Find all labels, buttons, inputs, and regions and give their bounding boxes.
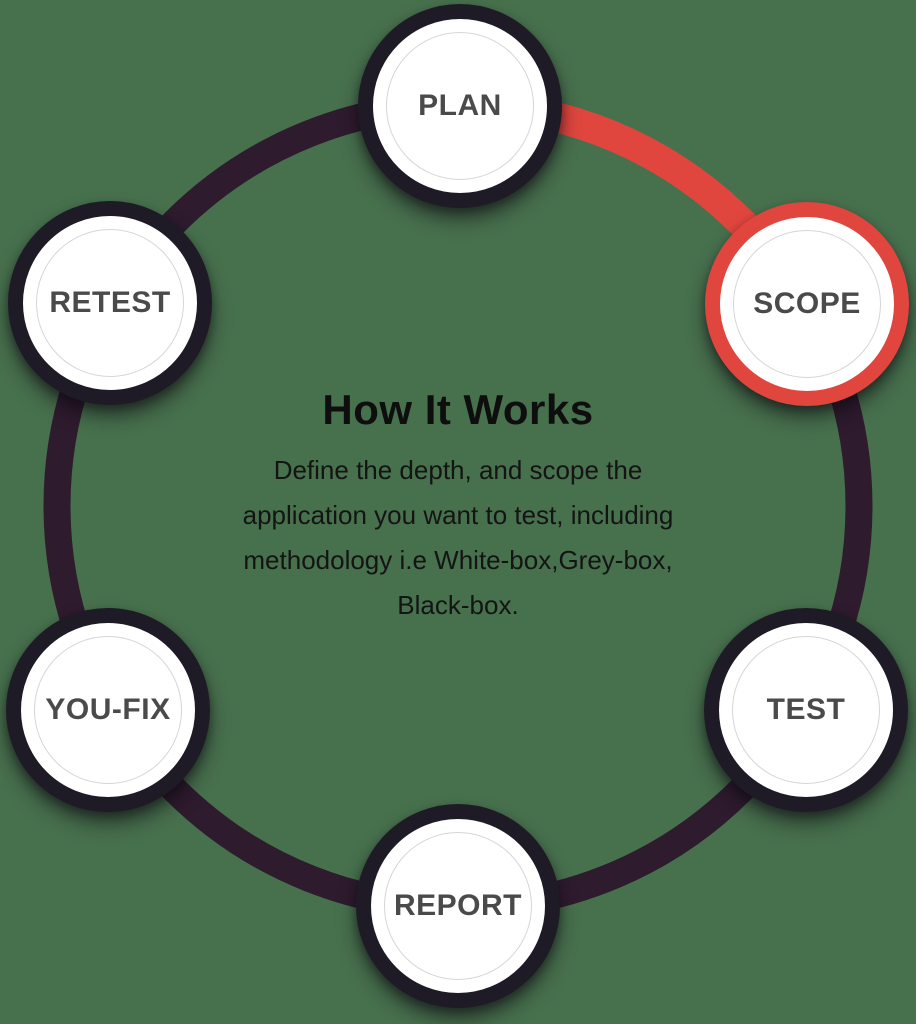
step-label: REPORT — [393, 889, 522, 922]
step-node-test[interactable]: TEST — [704, 608, 908, 812]
step-label: TEST — [766, 693, 846, 726]
step-node-you-fix[interactable]: YOU-FIX — [6, 608, 210, 812]
step-node-inner-circle: SCOPE — [733, 230, 881, 378]
step-node-inner-circle: RETEST — [36, 229, 184, 377]
step-node-scope[interactable]: SCOPE — [705, 202, 909, 406]
step-node-retest[interactable]: RETEST — [8, 201, 212, 405]
step-label: PLAN — [418, 89, 502, 122]
step-node-inner-circle: PLAN — [386, 32, 534, 180]
step-description: Define the depth, and scope the applicat… — [0, 448, 916, 628]
description-line: application you want to test, including — [242, 500, 674, 530]
description-line: Black-box. — [397, 590, 519, 620]
step-node-inner-circle: YOU-FIX — [34, 636, 182, 784]
step-label: YOU-FIX — [45, 693, 171, 726]
step-node-inner-circle: TEST — [732, 636, 880, 784]
center-text-block: How It Works Define the depth, and scope… — [0, 386, 916, 628]
step-label: SCOPE — [753, 287, 861, 320]
step-node-report[interactable]: REPORT — [356, 804, 560, 1008]
description-line: methodology i.e White-box,Grey-box, — [243, 545, 673, 575]
page-title: How It Works — [322, 386, 594, 433]
step-node-inner-circle: REPORT — [384, 832, 532, 980]
description-line: Define the depth, and scope the — [273, 455, 643, 485]
step-label: RETEST — [49, 286, 171, 319]
step-node-plan[interactable]: PLAN — [358, 4, 562, 208]
